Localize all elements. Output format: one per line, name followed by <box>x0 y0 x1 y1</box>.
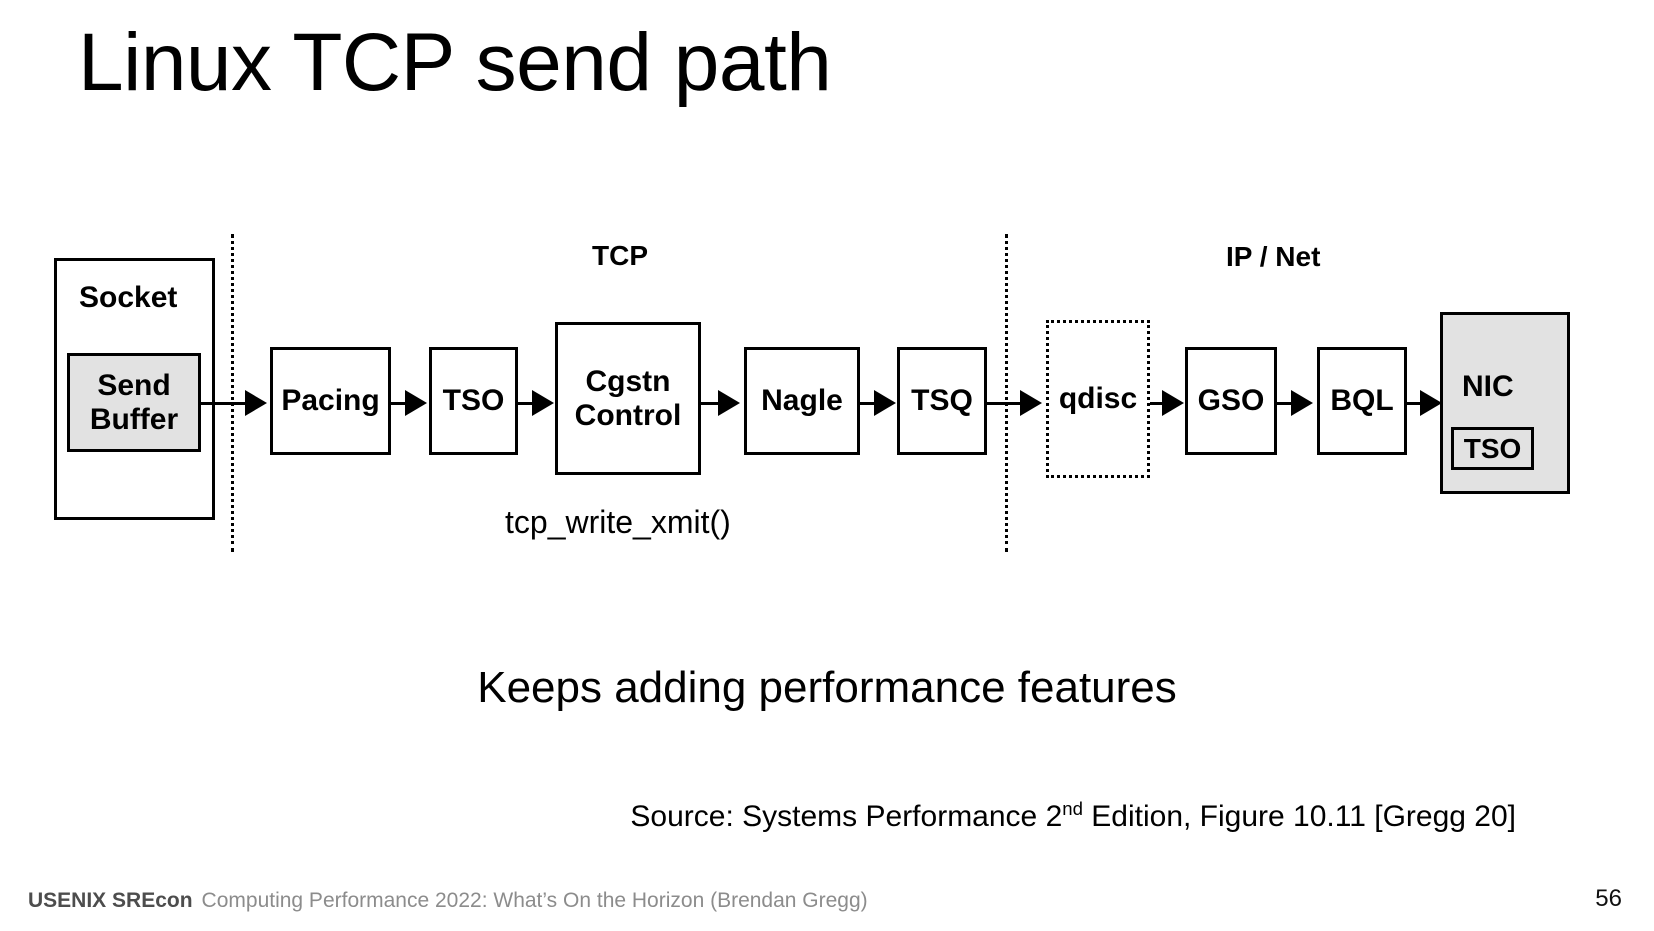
arrow-icon-bql-nic <box>1420 390 1442 416</box>
arrow-icon-cgstn-nagle <box>718 390 740 416</box>
node-gso-label: GSO <box>1197 384 1265 418</box>
arrow-icon-gso-bql <box>1291 390 1313 416</box>
footer-subtitle: Computing Performance 2022: What’s On th… <box>201 889 868 912</box>
connector-sendbuffer-pacing <box>201 402 245 405</box>
function-label-tcp-write-xmit: tcp_write_xmit() <box>505 504 731 540</box>
connector-tsq-qdisc <box>987 402 1023 405</box>
tagline-text: Keeps adding performance features <box>477 663 1177 712</box>
node-tso[interactable]: TSO <box>429 347 518 455</box>
nic-group-label: NIC <box>1462 370 1514 403</box>
divider-socket-tcp <box>231 234 234 552</box>
divider-tcp-ipnet <box>1005 234 1008 552</box>
nic-tso-label: TSO <box>1463 432 1522 464</box>
arrow-icon-pacing-tso <box>405 390 427 416</box>
connector-pacing-tso <box>391 402 407 405</box>
node-qdisc[interactable]: qdisc <box>1046 320 1150 478</box>
section-label-ip-net: IP / Net <box>1226 241 1321 272</box>
node-cgstn-control[interactable]: Cgstn Control <box>555 322 701 475</box>
send-buffer-node[interactable]: Send Buffer <box>67 353 201 452</box>
page-number: 56 <box>1595 885 1622 912</box>
connector-cgstn-nagle <box>701 402 720 405</box>
section-label-tcp: TCP <box>592 240 648 271</box>
send-buffer-label-line2: Buffer <box>89 402 179 436</box>
nic-group-box <box>1440 312 1570 494</box>
node-cgstn-control-label-line2: Control <box>574 398 682 432</box>
node-nagle-label: Nagle <box>761 384 843 418</box>
connector-gso-bql <box>1277 402 1293 405</box>
arrow-icon-qdisc-gso <box>1162 390 1184 416</box>
footer-brand: USENIX SREcon <box>28 889 193 912</box>
node-cgstn-control-label-line1: Cgstn <box>585 364 671 398</box>
connector-qdisc-gso <box>1150 402 1166 405</box>
source-attribution: Source: Systems Performance 2nd Edition,… <box>630 798 1516 834</box>
arrow-icon-sendbuffer-pacing <box>245 390 267 416</box>
source-ordinal-suffix: nd <box>1062 798 1083 819</box>
arrow-icon-tsq-qdisc <box>1020 390 1042 416</box>
socket-group-label: Socket <box>79 281 178 314</box>
node-bql-label: BQL <box>1330 384 1394 418</box>
send-buffer-label-line1: Send <box>97 368 171 402</box>
node-nagle[interactable]: Nagle <box>744 347 860 455</box>
nic-tso-node[interactable]: TSO <box>1451 427 1534 470</box>
node-qdisc-label: qdisc <box>1058 382 1138 416</box>
arrow-icon-tso-cgstn <box>532 390 554 416</box>
source-prefix: Source: Systems Performance 2 <box>630 800 1063 833</box>
node-gso[interactable]: GSO <box>1185 347 1277 455</box>
footer: USENIX SREcon Computing Performance 2022… <box>28 889 868 913</box>
page-title: Linux TCP send path <box>78 17 832 108</box>
connector-bql-nic <box>1407 402 1423 405</box>
node-tsq[interactable]: TSQ <box>897 347 987 455</box>
node-tso-label: TSO <box>442 384 505 418</box>
node-pacing[interactable]: Pacing <box>270 347 391 455</box>
arrow-icon-nagle-tsq <box>874 390 896 416</box>
source-suffix: Edition, Figure 10.11 [Gregg 20] <box>1082 800 1516 833</box>
connector-tso-cgstn <box>518 402 534 405</box>
node-tsq-label: TSQ <box>911 384 973 418</box>
node-pacing-label: Pacing <box>281 384 380 418</box>
connector-nagle-tsq <box>860 402 876 405</box>
node-bql[interactable]: BQL <box>1317 347 1407 455</box>
